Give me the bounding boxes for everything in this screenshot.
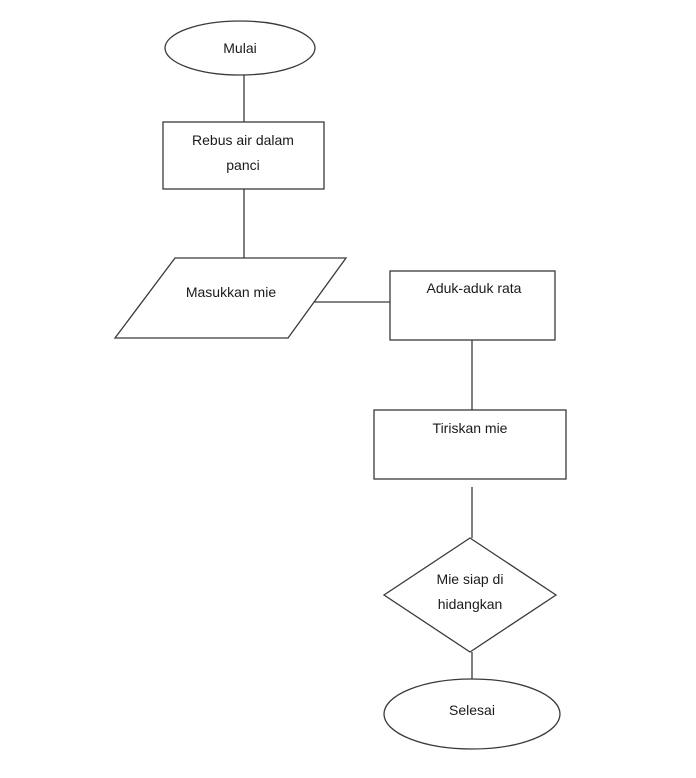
process-boil-label-line1: Rebus air dalam	[192, 132, 294, 148]
process-stir-box	[389, 270, 556, 341]
process-stir-label: Aduk-aduk rata	[427, 280, 522, 296]
process-drain-box	[373, 409, 567, 480]
decision-ready: Mie siap di hidangkan	[382, 537, 558, 653]
end-terminator: Selesai	[383, 678, 561, 750]
end-ellipse	[383, 678, 561, 750]
process-stir: Aduk-aduk rata	[389, 270, 556, 341]
decision-diamond	[382, 537, 558, 653]
start-ellipse	[164, 20, 316, 76]
end-label: Selesai	[449, 702, 495, 718]
start-terminator: Mulai	[164, 20, 316, 76]
process-boil-box	[162, 121, 325, 190]
decision-label-line2: hidangkan	[438, 596, 503, 612]
io-insert-parallelogram	[113, 257, 348, 339]
io-insert-noodles: Masukkan mie	[113, 257, 348, 339]
process-drain-label: Tiriskan mie	[433, 420, 508, 436]
start-label: Mulai	[223, 40, 256, 56]
process-boil-label-line2: panci	[226, 157, 259, 173]
io-insert-label: Masukkan mie	[186, 284, 276, 300]
decision-label-line1: Mie siap di	[437, 571, 504, 587]
process-boil-water: Rebus air dalam panci	[162, 121, 325, 190]
process-drain: Tiriskan mie	[373, 409, 567, 480]
